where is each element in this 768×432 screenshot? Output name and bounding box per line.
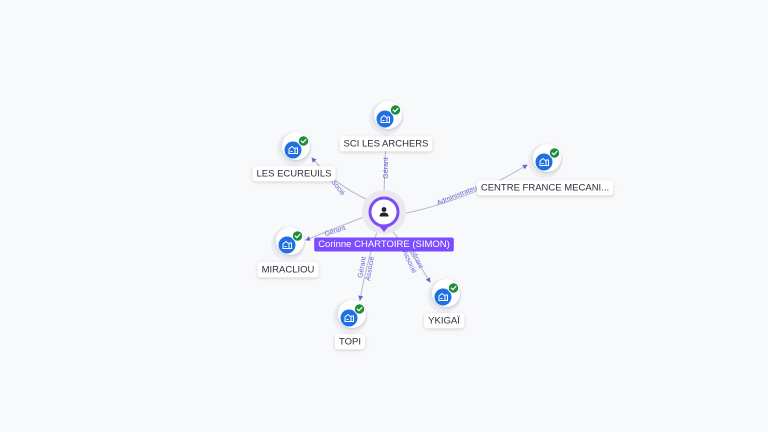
company-node-miracliou[interactable]: MIRACLIOU bbox=[257, 227, 319, 278]
company-label-pill bbox=[476, 180, 614, 196]
company-building-icon bbox=[438, 292, 448, 301]
verified-check-icon bbox=[447, 282, 460, 294]
verified-check-icon bbox=[297, 135, 310, 147]
company-label-pill bbox=[339, 136, 433, 152]
company-name: CENTRE FRANCE MECANI... bbox=[481, 182, 609, 193]
company-label-pill bbox=[335, 334, 365, 350]
company-label-pill bbox=[257, 262, 319, 278]
relationship-edge-ykigai bbox=[391, 230, 431, 283]
relationship-edge-les-ecureuils bbox=[311, 157, 369, 201]
company-node-les-ecureuils[interactable]: LES ECUREUILS bbox=[252, 132, 336, 182]
company-building-icon bbox=[344, 313, 354, 322]
edge-role-label: Administrateur bbox=[436, 184, 481, 208]
company-node-topi[interactable]: TOPI bbox=[333, 300, 367, 350]
verified-check-icon bbox=[353, 303, 366, 315]
company-badge bbox=[284, 141, 302, 159]
company-node-sci-les-archers[interactable]: SCI LES ARCHERS bbox=[339, 101, 433, 152]
verified-check-icon bbox=[291, 230, 304, 242]
company-node-ykigai[interactable]: YKIGAÏ bbox=[424, 279, 465, 329]
company-name: SCI LES ARCHERS bbox=[344, 138, 429, 149]
company-badge bbox=[376, 110, 394, 128]
company-name: MIRACLIOU bbox=[262, 264, 315, 275]
person-marker bbox=[368, 196, 400, 228]
company-name: YKIGAÏ bbox=[428, 315, 460, 326]
person-label-pill bbox=[314, 237, 454, 252]
company-building-icon bbox=[380, 114, 390, 123]
relationship-edge-centre-france-mecani bbox=[401, 164, 528, 215]
relationship-edge-miracliou bbox=[305, 216, 365, 241]
company-badge bbox=[535, 153, 553, 171]
person-icon bbox=[379, 207, 389, 217]
company-building-icon bbox=[539, 157, 549, 166]
company-badge bbox=[340, 309, 358, 327]
company-badge bbox=[434, 288, 452, 306]
company-label-pill bbox=[252, 166, 336, 182]
company-name: TOPI bbox=[339, 336, 361, 347]
company-node-centre-france-mecani[interactable]: CENTRE FRANCE MECANI... bbox=[476, 144, 614, 196]
edge-role-label: Gérant bbox=[383, 157, 390, 178]
person-node[interactable]: Corinne CHARTOIRE (SIMON) bbox=[314, 190, 454, 252]
verified-check-icon bbox=[548, 147, 561, 159]
verified-check-icon bbox=[389, 104, 402, 116]
company-name: LES ECUREUILS bbox=[257, 168, 332, 179]
edge-role-label: GérantAssocié bbox=[357, 255, 376, 282]
edge-role-label: Gérant bbox=[324, 225, 347, 238]
company-building-icon bbox=[288, 145, 298, 154]
person-name: Corinne CHARTOIRE (SIMON) bbox=[318, 239, 450, 250]
company-building-icon bbox=[282, 240, 292, 249]
company-badge bbox=[278, 236, 296, 254]
company-label-pill bbox=[424, 313, 465, 329]
